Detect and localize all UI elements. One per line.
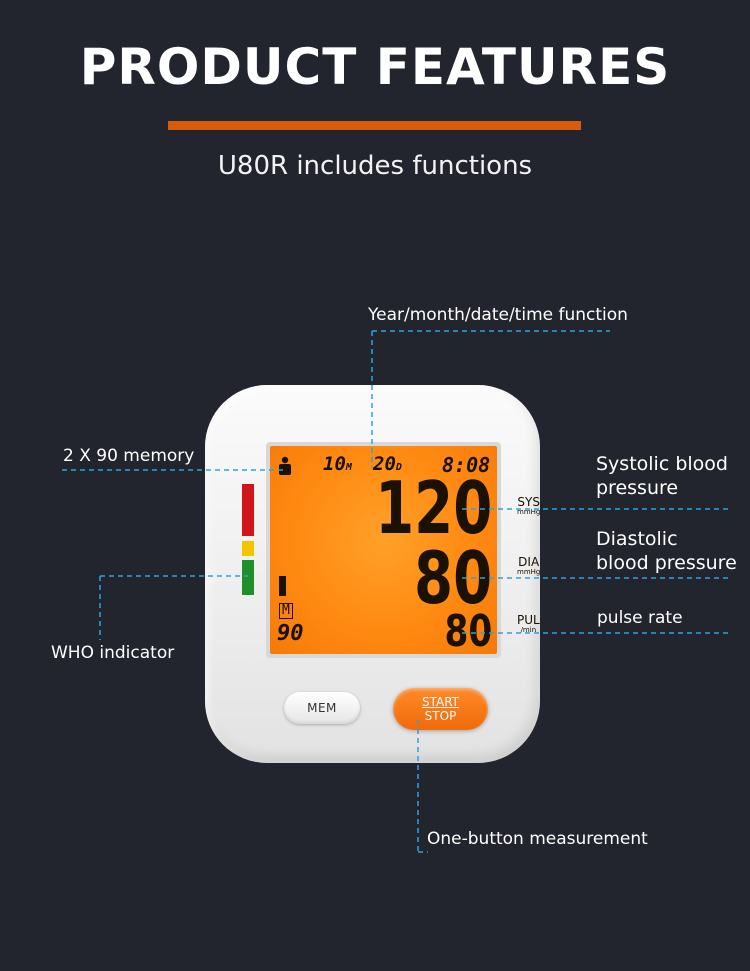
who-indicator-red	[242, 484, 254, 536]
lcd-signal-bar	[279, 576, 286, 596]
callout-systolic: Systolic blood pressure	[596, 453, 728, 499]
lcd-memory-label: M	[279, 603, 293, 619]
who-indicator-yellow	[242, 541, 254, 556]
lcd-time: 8:08	[442, 453, 491, 477]
lcd-screen	[270, 446, 497, 654]
title-underline	[168, 121, 581, 130]
lcd-pul-label: PUL /min	[517, 613, 540, 634]
lcd-systolic: 120	[374, 466, 492, 550]
lcd-pulse: 80	[444, 606, 492, 657]
who-indicator-green	[242, 560, 254, 595]
lcd-sys-label: SYS mmHg	[517, 495, 541, 516]
callout-datetime: Year/month/date/time function	[368, 305, 628, 325]
lcd-day: 20D	[373, 453, 402, 475]
start-stop-button[interactable]: START STOP	[393, 688, 488, 730]
lcd-dia-label: DIA mmHg	[517, 555, 541, 576]
callout-who: WHO indicator	[51, 643, 175, 663]
lcd-memory-count: 90	[277, 621, 304, 646]
stop-label: STOP	[424, 709, 457, 723]
callout-pulse: pulse rate	[597, 608, 683, 628]
start-label: START	[421, 695, 460, 709]
lcd-month: 10M	[323, 453, 352, 475]
callout-one-button: One-button measurement	[427, 829, 648, 849]
page-title: PRODUCT FEATURES	[79, 38, 671, 96]
mem-button[interactable]: MEM	[284, 692, 360, 724]
page-subtitle: U80R includes functions	[217, 151, 533, 181]
callout-diastolic: Diastolic blood pressure	[596, 528, 737, 574]
callout-memory: 2 X 90 memory	[63, 446, 195, 466]
lcd-diastolic: 80	[413, 536, 492, 620]
